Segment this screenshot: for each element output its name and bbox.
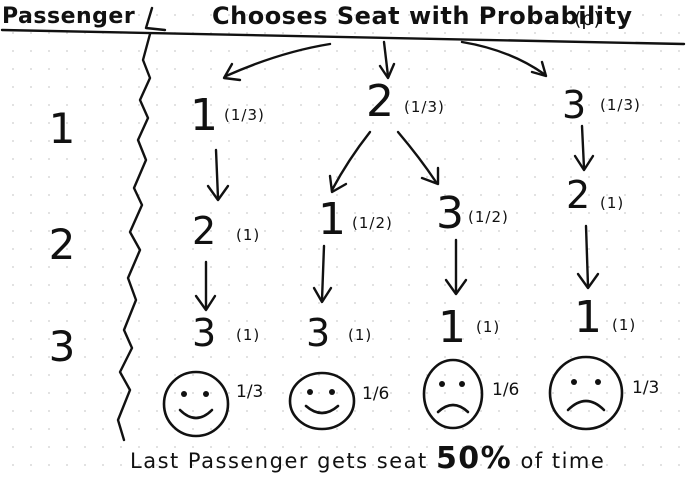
arrowhead (206, 184, 230, 202)
arrow-col4-a (580, 124, 586, 170)
branch4-seat-p2: 2 (566, 173, 591, 217)
column-divider (116, 32, 152, 442)
arrowhead (222, 62, 242, 82)
branch1-seat-p3: 3 (192, 311, 217, 355)
probability-symbol: (p) (574, 8, 601, 30)
branch2-seat-p2: 1 (318, 194, 346, 245)
branch3-seat-p2: 3 (436, 188, 464, 239)
branch1-prob-p1: (1/3) (224, 106, 265, 124)
arrowhead (194, 294, 217, 312)
conclusion-percent: 50% (435, 441, 513, 476)
arrowhead (328, 174, 348, 194)
branch4-prob-p1: (1/3) (600, 96, 641, 114)
branch2-outcome: 1/6 (362, 384, 390, 404)
branch3-seat-p3: 1 (438, 302, 466, 353)
conclusion-suffix: of time (520, 449, 606, 473)
branch1-outcome: 1/3 (236, 382, 264, 402)
arrowhead (444, 278, 468, 296)
branch1-prob-p2: (1) (236, 226, 261, 244)
arrow-to-branch-1 (224, 42, 332, 78)
sad-face-icon (420, 356, 486, 436)
arrow-to-branch-3 (460, 40, 546, 76)
arrowhead (573, 154, 595, 172)
branch4-seat-p3: 1 (574, 292, 602, 343)
branch1-prob-p3: (1) (236, 326, 261, 344)
arrowhead (312, 286, 333, 304)
branch4-prob-p3: (1) (612, 316, 637, 334)
arrow-mid-right (396, 130, 438, 184)
sad-face-icon (546, 352, 626, 438)
branch3-prob-p2: (1/2) (468, 208, 509, 226)
header-divider (144, 6, 167, 32)
branch3-outcome: 1/6 (492, 380, 520, 400)
arrow-col1-a (214, 148, 220, 200)
passenger-header: Passenger (2, 4, 136, 29)
middle-seat-p1: 2 (366, 76, 394, 127)
middle-prob-p1: (1/3) (404, 98, 445, 116)
happy-face-icon (286, 370, 358, 436)
branch2-prob-p3: (1) (348, 326, 373, 344)
branch2-prob-p2: (1/2) (352, 214, 393, 232)
arrow-mid-left (330, 130, 372, 192)
branch3-prob-p3: (1) (476, 318, 501, 336)
arrowhead (420, 166, 440, 186)
branch1-seat-p1: 1 (190, 90, 218, 141)
arrowhead (378, 62, 396, 80)
arrowhead (530, 60, 548, 78)
happy-face-icon (160, 368, 232, 444)
conclusion-prefix: Last Passenger gets seat (130, 449, 428, 473)
arrow-col2 (320, 244, 326, 302)
row-label-2: 2 (48, 220, 76, 269)
branch1-seat-p2: 2 (192, 209, 217, 253)
conclusion-text: Last Passenger gets seat 50% of time (130, 441, 605, 476)
arrowhead (576, 272, 600, 290)
branch4-prob-p2: (1) (600, 194, 625, 212)
arrow-col4-b (584, 224, 590, 288)
branch4-outcome: 1/3 (632, 378, 660, 398)
row-label-3: 3 (48, 322, 76, 371)
branch2-seat-p3: 3 (306, 311, 331, 355)
arrow-to-branch-2 (382, 40, 390, 78)
row-label-1: 1 (48, 104, 76, 153)
probability-header: Chooses Seat with Probability (212, 2, 633, 30)
header-underline (0, 28, 686, 46)
branch4-seat-p1: 3 (562, 83, 587, 127)
